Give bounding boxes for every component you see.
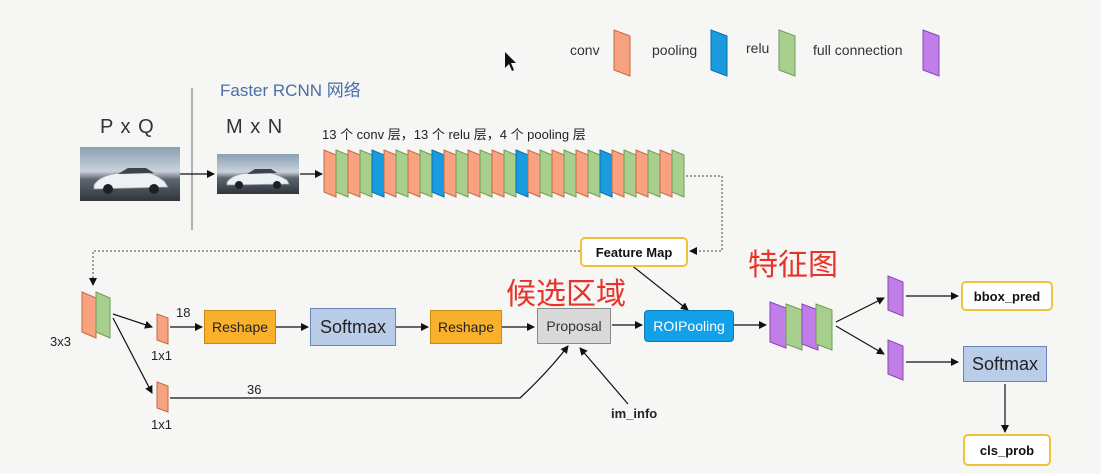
backbone-layer-relu: [539, 149, 553, 198]
im-info-label: im_info: [611, 406, 658, 421]
diagram-title: Faster RCNN 网络: [220, 81, 361, 100]
backbone-layer-relu: [479, 149, 493, 198]
backbone-layer-conv: [611, 149, 625, 198]
fc-head-bbox: [887, 275, 904, 317]
backbone-layer-relu: [587, 149, 601, 198]
backbone-layer-conv: [443, 149, 457, 198]
rpn-conv1x1-bottom: [156, 381, 169, 413]
channels-top-label: 18: [176, 305, 191, 320]
rpn-conv3x3-layer-1: [81, 291, 97, 339]
rpn-conv1x1-top: [156, 313, 169, 345]
backbone-layer-pooling: [599, 149, 613, 198]
backbone-layer-conv: [407, 149, 421, 198]
input-image: [80, 147, 180, 201]
feature-map-annotation: 特征图: [748, 248, 838, 283]
resized-image: [217, 154, 299, 194]
backbone-layer-relu: [359, 149, 373, 198]
legend-swatch-conv: [613, 29, 631, 77]
legend-swatch-relu: [778, 29, 796, 77]
backbone-layer-conv: [527, 149, 541, 198]
backbone-layer-conv: [659, 149, 673, 198]
arrow-iminfo-to-proposal: [579, 347, 629, 405]
softmax-box-output: Softmax: [963, 346, 1047, 382]
fc-layer-3: [801, 303, 819, 351]
car-icon: [226, 169, 290, 189]
backbone-layer-conv: [467, 149, 481, 198]
rpn-conv3x3-layer-2: [95, 291, 111, 339]
backbone-layer-relu: [623, 149, 637, 198]
legend-label-conv: conv: [570, 42, 600, 58]
backbone-layer-relu: [455, 149, 469, 198]
backbone-layer-conv: [575, 149, 589, 198]
arrow-3x3-to-1x1-bottom: [112, 317, 153, 394]
cls-prob-box: cls_prob: [963, 434, 1051, 466]
softmax-box-rpn: Softmax: [310, 308, 396, 346]
backbone-layer-pooling: [371, 149, 385, 198]
arrow-bbox-branch-to-proposal: [170, 345, 569, 399]
feature-map-box: Feature Map: [580, 237, 688, 267]
fc-layer-2: [785, 303, 803, 351]
proposal-box: Proposal: [537, 308, 611, 344]
car-icon: [93, 168, 169, 194]
arrow-3x3-to-1x1-top: [112, 313, 153, 329]
input-dimensions: P x Q: [100, 116, 155, 138]
region-proposal-annotation: 候选区域: [506, 277, 626, 312]
arrow-backbone-to-feature-map: [686, 175, 723, 255]
fc-layer-4: [815, 303, 833, 351]
reshape-box-1: Reshape: [204, 310, 276, 344]
legend-swatch-full-connection: [922, 29, 940, 77]
backbone-layer-relu: [647, 149, 661, 198]
arrow-feature-map-to-3x3: [89, 250, 580, 286]
bbox-pred-box: bbox_pred: [961, 281, 1053, 311]
reshape-box-2: Reshape: [430, 310, 502, 344]
backbone-layer-conv: [383, 149, 397, 198]
backbone-layer-relu: [671, 149, 685, 198]
mouse-cursor-icon: [505, 52, 516, 71]
conv1x1-bottom-label: 1x1: [151, 417, 172, 432]
backbone-layer-relu: [335, 149, 349, 198]
backbone-layer-relu: [563, 149, 577, 198]
backbone-layer-conv: [491, 149, 505, 198]
legend-label-full-connection: full connection: [813, 42, 903, 58]
arrow-fc-to-cls-head: [835, 325, 885, 355]
backbone-layer-conv: [323, 149, 337, 198]
resized-dimensions: M x N: [226, 116, 284, 138]
legend-label-relu: relu: [746, 40, 770, 56]
backbone-layer-pooling: [431, 149, 445, 198]
legend-swatch-pooling: [710, 29, 728, 77]
backbone-layer-conv: [635, 149, 649, 198]
channels-bottom-label: 36: [247, 382, 262, 397]
legend-label-pooling: pooling: [652, 42, 698, 58]
backbone-layer-pooling: [515, 149, 529, 198]
fc-layer-1: [769, 301, 787, 349]
backbone-layer-relu: [419, 149, 433, 198]
backbone-layer-relu: [503, 149, 517, 198]
conv3x3-label: 3x3: [50, 334, 71, 349]
conv1x1-top-label: 1x1: [151, 348, 172, 363]
backbone-layer-conv: [551, 149, 565, 198]
backbone-layer-conv: [347, 149, 361, 198]
fc-head-cls: [887, 339, 904, 381]
backbone-layer-stack: [323, 149, 685, 198]
arrow-feature-map-to-roipooling: [629, 263, 689, 311]
backbone-layer-relu: [395, 149, 409, 198]
roipooling-box: ROIPooling: [644, 310, 734, 342]
backbone-description: 13 个 conv 层，13 个 relu 层，4 个 pooling 层: [322, 127, 586, 142]
arrow-fc-to-bbox-head: [835, 297, 885, 323]
